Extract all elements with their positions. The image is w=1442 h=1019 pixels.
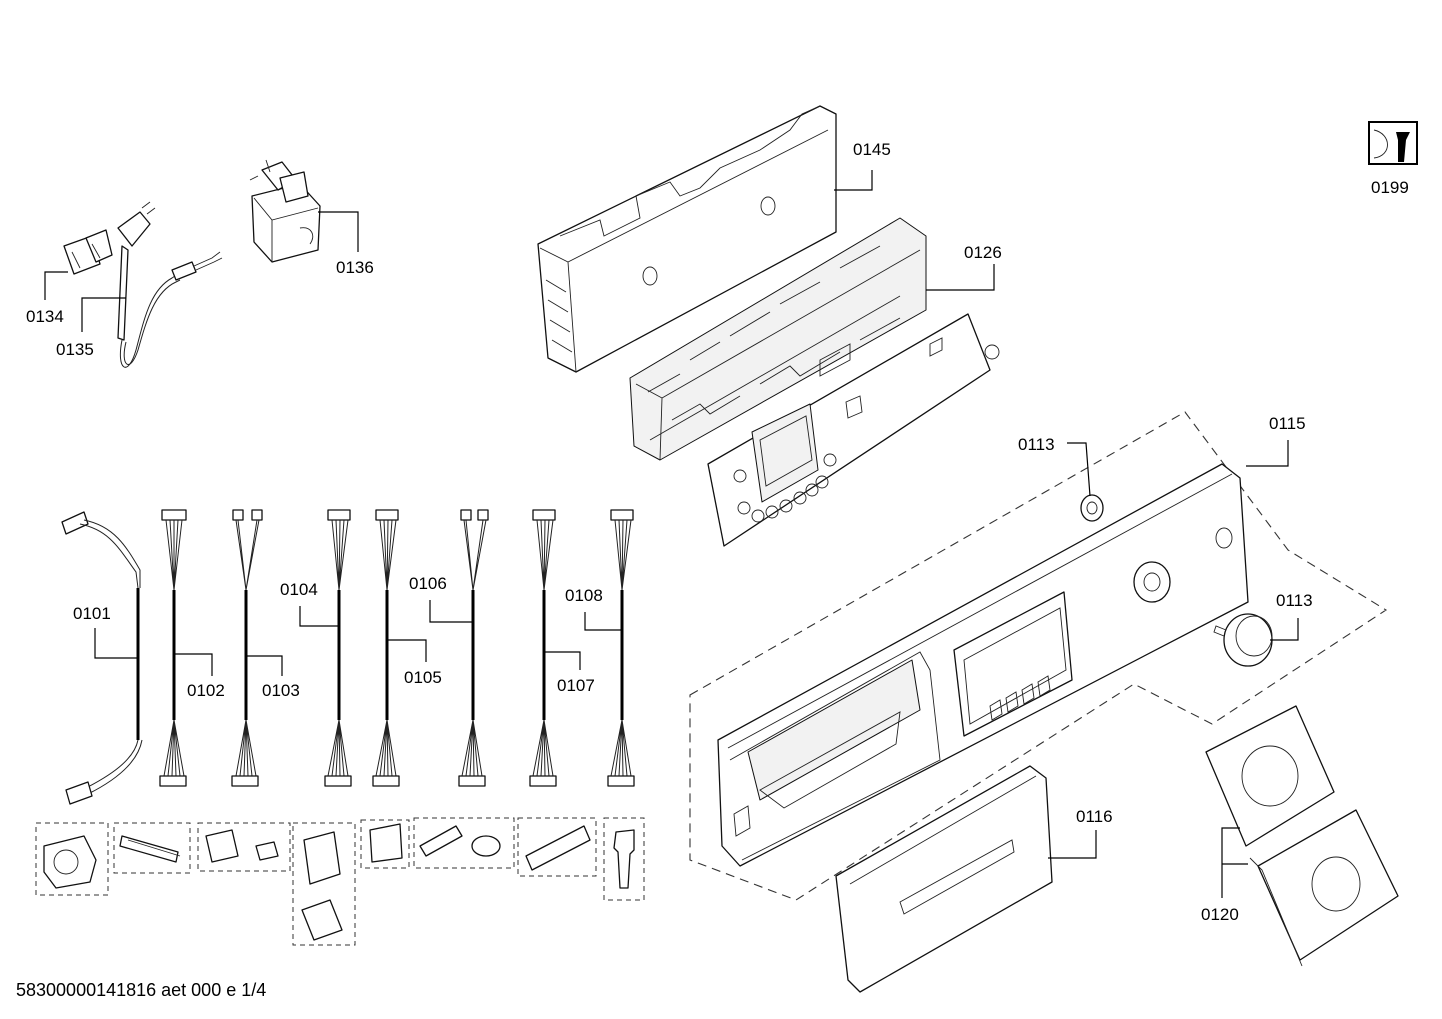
wrench-service-icon bbox=[1368, 121, 1418, 165]
part-0115-control-panel bbox=[689, 411, 1388, 901]
label-0115: 0115 bbox=[1269, 414, 1306, 433]
component-box-drain-pump bbox=[197, 822, 291, 872]
label-0107: 0107 bbox=[557, 676, 595, 695]
part-0102-harness bbox=[159, 509, 187, 787]
component-box-motor bbox=[35, 822, 109, 896]
part-0105-harness bbox=[372, 509, 400, 787]
part-0101-harness bbox=[61, 511, 143, 805]
part-0145-module-cover bbox=[537, 105, 837, 373]
part-0116-drawer-handle bbox=[835, 765, 1053, 993]
label-0104: 0104 bbox=[280, 580, 318, 599]
part-0126-module-carrier bbox=[629, 217, 927, 461]
label-0101: 0101 bbox=[73, 604, 111, 623]
part-electronic-module-board bbox=[707, 313, 1000, 547]
label-0199: 0199 bbox=[1371, 178, 1409, 197]
part-0120-bezel-plates bbox=[1205, 705, 1399, 967]
component-box-door-lock bbox=[413, 817, 515, 869]
part-0134-cable-clip bbox=[63, 229, 113, 275]
label-0120: 0120 bbox=[1201, 905, 1239, 924]
leader-lines bbox=[44, 170, 1299, 898]
component-box-valve bbox=[292, 822, 356, 946]
label-0102: 0102 bbox=[187, 681, 225, 700]
part-0135-mains-cable bbox=[117, 201, 223, 368]
document-reference-footer: 58300000141816 aet 000 e 1/4 bbox=[16, 980, 267, 1000]
part-labels: 0134 0135 0136 0145 0126 0199 0101 0102 … bbox=[26, 140, 1409, 924]
label-0134: 0134 bbox=[26, 307, 64, 326]
part-0104-harness bbox=[324, 509, 352, 787]
label-0108: 0108 bbox=[565, 586, 603, 605]
label-0103: 0103 bbox=[262, 681, 300, 700]
component-box-pcb bbox=[517, 817, 597, 877]
label-0105: 0105 bbox=[404, 668, 442, 687]
component-box-switch bbox=[360, 819, 410, 869]
label-0145: 0145 bbox=[853, 140, 891, 159]
part-0106-harness bbox=[458, 509, 489, 787]
part-0107-harness bbox=[529, 509, 557, 787]
label-0135: 0135 bbox=[56, 340, 94, 359]
part-0108-harness bbox=[607, 509, 635, 787]
label-0116: 0116 bbox=[1076, 807, 1113, 826]
component-box-heater bbox=[113, 822, 191, 874]
part-0113-knob-insert bbox=[1080, 494, 1104, 522]
label-0113-insert: 0113 bbox=[1018, 435, 1055, 454]
label-0126: 0126 bbox=[964, 243, 1002, 262]
part-0113-program-knob bbox=[1213, 613, 1273, 667]
label-0136: 0136 bbox=[336, 258, 374, 277]
label-0113-knob: 0113 bbox=[1276, 591, 1313, 610]
part-0103-harness bbox=[231, 509, 263, 787]
part-0136-filter bbox=[249, 159, 321, 263]
label-0106: 0106 bbox=[409, 574, 447, 593]
component-box-sensor bbox=[603, 817, 645, 901]
